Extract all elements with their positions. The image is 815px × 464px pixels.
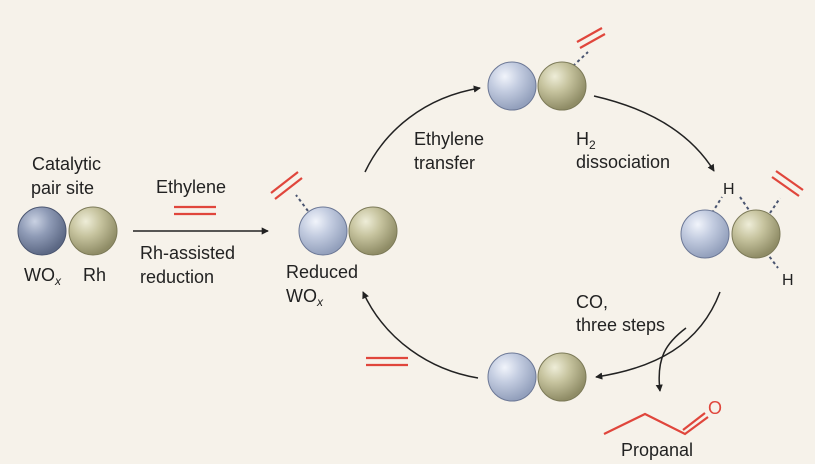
return-arrow: [362, 291, 479, 379]
wox-label-sub: x: [55, 274, 61, 288]
ethylene-label: Ethylene: [156, 177, 227, 197]
h2-label-main: H: [576, 129, 589, 149]
h-atom-right-label: H: [782, 272, 794, 289]
h2-dissociation-arrow: [593, 95, 715, 172]
ethylene-transfer-label-line1: Ethylene: [414, 129, 485, 149]
ethylene-molecule-initial: [174, 205, 216, 216]
reduced-wox-main: WO: [286, 286, 317, 306]
oxygen-atom-label: O: [708, 398, 723, 418]
rh-assisted-label-line1: Rh-assisted: [140, 243, 236, 263]
ethylene-molecule-bound: [270, 171, 303, 200]
h2-label: H2: [576, 128, 596, 152]
h2-label-sub: 2: [589, 138, 596, 152]
wox-atom: [17, 206, 67, 256]
ethylene-transfer-arrow: [364, 85, 481, 173]
co-label-line1: CO,: [576, 292, 609, 312]
h-bond-dashed: [711, 196, 723, 214]
top-pair: [487, 27, 606, 111]
catalytic-pair-label-line2: pair site: [31, 178, 95, 198]
dissociation-label: dissociation: [576, 152, 671, 172]
right-pair: [680, 170, 804, 269]
wox-label-main: WO: [24, 265, 55, 285]
co-label-line2: three steps: [576, 315, 666, 335]
wox-label: WOx: [24, 264, 61, 288]
ethylene-bond-dashed: [295, 194, 309, 212]
ethylene-molecule-released: [366, 356, 408, 367]
rh-atom: [68, 206, 118, 256]
catalytic-pair-label-line1: Catalytic: [32, 154, 102, 174]
ethylene-transfer-label-line2: transfer: [414, 153, 476, 173]
initial-pair-site: [17, 206, 118, 256]
wox-atom-reduced: [487, 61, 537, 111]
co-three-steps-arrow: [595, 291, 721, 380]
rh-atom: [537, 61, 587, 111]
h-atom-left-label: H: [723, 181, 735, 198]
ethylene-bond-dashed: [572, 51, 589, 67]
reduced-wox-label: WOx: [286, 285, 323, 309]
propanal-molecule: [603, 412, 709, 436]
reduced-label: Reduced: [286, 262, 359, 282]
wox-atom-reduced: [680, 209, 730, 259]
rh-atom: [731, 209, 781, 259]
ethylene-molecule-bound: [576, 27, 606, 49]
rh-assisted-label-line2: reduction: [140, 267, 215, 287]
reduced-wox-pair: [270, 171, 398, 256]
wox-atom-reduced: [487, 352, 537, 402]
rh-atom: [348, 206, 398, 256]
rh-atom: [537, 352, 587, 402]
propanal-release-arrow: [655, 327, 687, 392]
propanal-label: Propanal: [621, 440, 694, 460]
reduced-wox-sub: x: [317, 295, 323, 309]
wox-atom-reduced: [298, 206, 348, 256]
ethylene-bond-dashed: [769, 197, 781, 214]
rh-label: Rh: [83, 265, 107, 285]
bottom-pair: [487, 352, 587, 402]
ethylene-molecule-bound: [771, 170, 804, 197]
